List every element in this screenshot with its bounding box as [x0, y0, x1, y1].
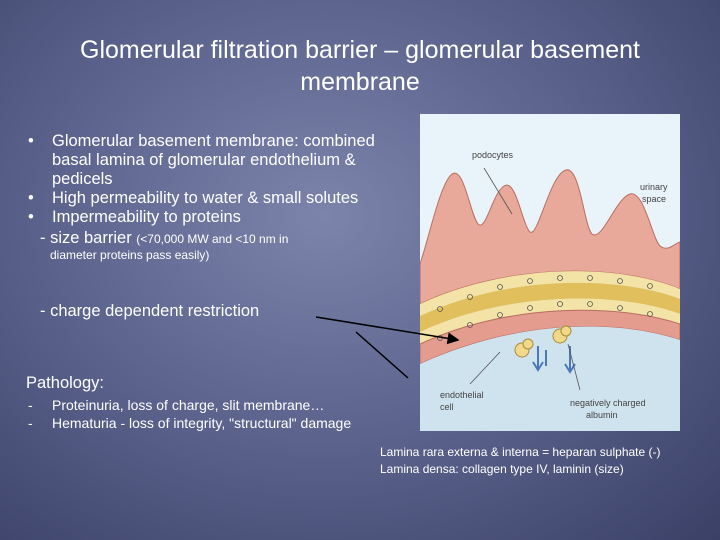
albumin-molecules	[514, 325, 572, 358]
label-albumin-2: albumin	[586, 410, 618, 420]
arrow-line-2	[355, 331, 409, 379]
caption-line-2: Lamina densa: collagen type IV, laminin …	[380, 462, 624, 476]
bullet-list: Glomerular basement membrane: combined b…	[26, 132, 386, 262]
filtration-barrier-figure: podocytes urinary space endothelial cell…	[420, 114, 680, 431]
size-barrier-label: - size barrier	[40, 229, 132, 247]
lamina-densa	[420, 282, 680, 332]
label-urinary-space: urinary	[640, 182, 668, 192]
filtration-arrows	[532, 346, 576, 374]
figure-caption: Lamina rara externa & interna = heparan …	[380, 444, 715, 478]
label-urinary-space-2: space	[642, 194, 666, 204]
lamina-rara-externa	[420, 271, 680, 316]
label-pointers	[469, 167, 581, 391]
pathology-item: Proteinuria, loss of charge, slit membra…	[26, 396, 376, 414]
bullet-permeability: High permeability to water & small solut…	[26, 189, 386, 208]
caption-line-1: Lamina rara externa & interna = heparan …	[380, 445, 661, 459]
podocyte-shape	[420, 169, 680, 305]
arrow-to-membrane	[315, 316, 460, 345]
capillary-lumen	[420, 326, 680, 431]
pathology-list: Proteinuria, loss of charge, slit membra…	[26, 396, 376, 432]
size-barrier-line: - size barrier (<70,000 MW and <10 nm in	[26, 229, 386, 249]
bullet-impermeability: Impermeability to proteins	[26, 208, 386, 227]
size-barrier-detail-2: diameter proteins pass easily)	[50, 248, 210, 262]
negative-charges	[437, 275, 653, 341]
pathology-heading: Pathology:	[26, 374, 104, 392]
slide-title: Glomerular filtration barrier – glomerul…	[80, 36, 640, 96]
pathology-item: Hematuria - loss of integrity, "structur…	[26, 414, 376, 432]
lamina-rara-interna	[420, 298, 680, 344]
bullet-gbm: Glomerular basement membrane: combined b…	[26, 132, 386, 189]
label-podocytes: podocytes	[472, 150, 514, 160]
charge-restriction: - charge dependent restriction	[40, 302, 260, 320]
label-albumin: negatively charged	[570, 398, 646, 408]
size-barrier-detail: (<70,000 MW and <10 nm in	[136, 232, 289, 246]
label-endothelial: endothelial	[440, 390, 484, 400]
label-endothelial-2: cell	[440, 402, 454, 412]
